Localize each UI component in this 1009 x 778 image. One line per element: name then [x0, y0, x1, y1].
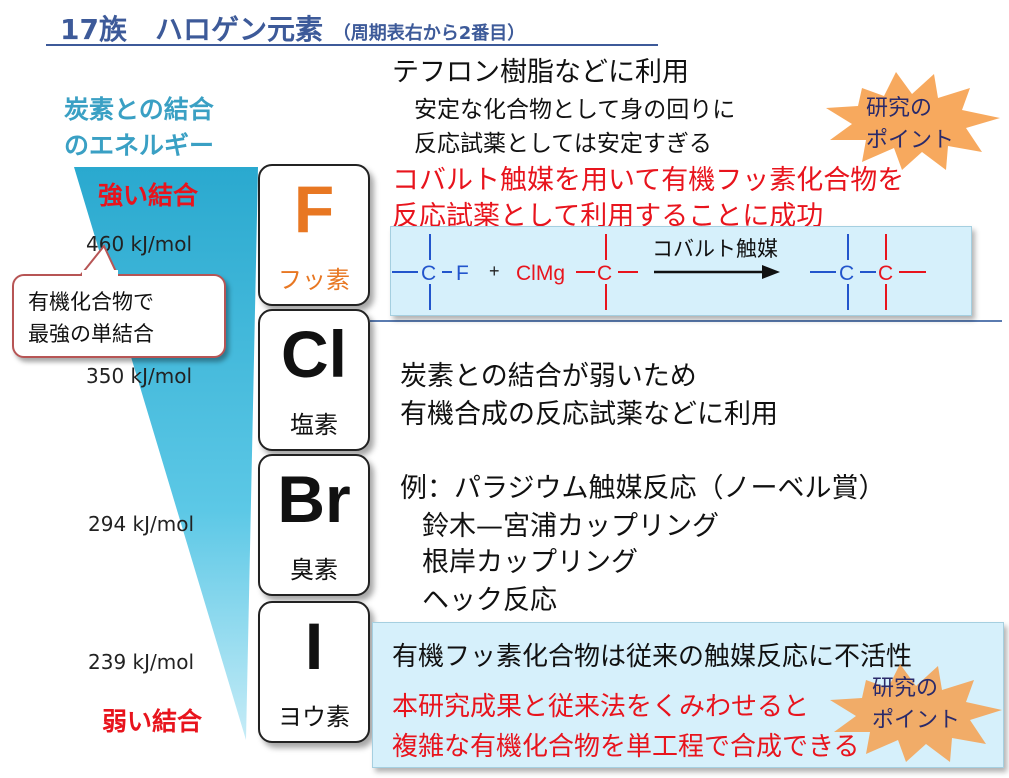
title-text: 17族 ハロゲン元素 [60, 13, 323, 46]
fluorine-line1: テフロン樹脂などに利用 [392, 57, 689, 88]
element-name: ヨウ素 [278, 703, 350, 731]
fluorine-line3: 反応試薬としては安定すぎる [414, 131, 712, 157]
callout-line2: 最強の単結合 [28, 322, 154, 346]
conclusion-line3: 複雑な有機化合物を単工程で合成できる [392, 732, 860, 762]
callout-line1: 有機化合物で [28, 290, 154, 314]
element-name: 臭素 [290, 556, 338, 584]
weak-bond-label: 弱い結合 [102, 707, 203, 736]
strongest-bond-callout: 有機化合物で 最強の単結合 [12, 274, 226, 358]
page-title: 17族 ハロゲン元素 （周期表右から2番目） [60, 8, 525, 48]
element-card-iodine: I ヨウ素 [258, 601, 370, 743]
reaction-scheme: C F + ClMg C コバルト触媒 C C [392, 234, 926, 310]
energy-heading-line1: 炭素との結合 [64, 95, 214, 124]
catalyst-label: コバルト触媒 [652, 237, 778, 261]
research-point-bottom-line2: ポイント [872, 708, 961, 733]
product-c1: C [839, 262, 854, 285]
fluorine-line2: 安定な化合物として身の回りに [414, 97, 736, 123]
element-symbol: Cl [281, 317, 347, 391]
conclusion-line2: 本研究成果と従来法をくみわせると [392, 692, 810, 722]
fluorine-highlight1: コバルト触媒を用いて有機フッ素化合物を [392, 165, 905, 196]
atom-f: F [456, 262, 469, 285]
title-underline [46, 44, 658, 46]
chlorine-line2: 有機合成の反応試薬などに利用 [400, 399, 778, 430]
element-card-fluorine: F フッ素 [258, 164, 370, 306]
conclusion-line1: 有機フッ素化合物は従来の触媒反応に不活性 [392, 642, 913, 672]
atom-c1: C [421, 262, 436, 285]
element-card-chlorine: Cl 塩素 [258, 309, 370, 451]
research-point-top-line1: 研究の [866, 96, 933, 121]
element-card-bromine: Br 臭素 [258, 454, 370, 596]
energy-value-cl: 350 kJ/mol [86, 364, 193, 388]
title-subtitle: （周期表右から2番目） [332, 23, 526, 44]
reaction-arrow [762, 265, 780, 279]
bromine-line2: 鈴木—宮浦カップリング [422, 511, 719, 542]
element-symbol: F [293, 172, 335, 246]
research-point-burst-bottom [830, 664, 1002, 762]
energy-value-br: 294 kJ/mol [88, 512, 195, 536]
chlorine-line1: 炭素との結合が弱いため [400, 361, 697, 392]
element-name: フッ素 [278, 266, 350, 294]
plus-sign: + [489, 261, 500, 281]
bromine-line1: 例：パラジウム触媒反応（ノーベル賞） [400, 473, 886, 504]
element-symbol: I [304, 609, 324, 683]
element-name: 塩素 [290, 411, 338, 439]
bromine-line3: 根岸カップリング [422, 547, 638, 578]
research-point-top-line2: ポイント [866, 128, 955, 153]
element-symbol: Br [277, 462, 351, 536]
research-point-burst-top [826, 72, 1000, 170]
product-c2: C [878, 262, 893, 285]
strong-bond-label: 強い結合 [98, 181, 199, 210]
energy-heading-line2: のエネルギー [64, 131, 215, 160]
reagent-clmg: ClMg [516, 262, 565, 285]
energy-value-i: 239 kJ/mol [88, 650, 195, 674]
bromine-line4: ヘック反応 [422, 585, 557, 616]
callout-pointer-joint [82, 270, 118, 278]
research-point-bottom-line1: 研究の [872, 676, 939, 701]
atom-c2: C [597, 262, 612, 285]
